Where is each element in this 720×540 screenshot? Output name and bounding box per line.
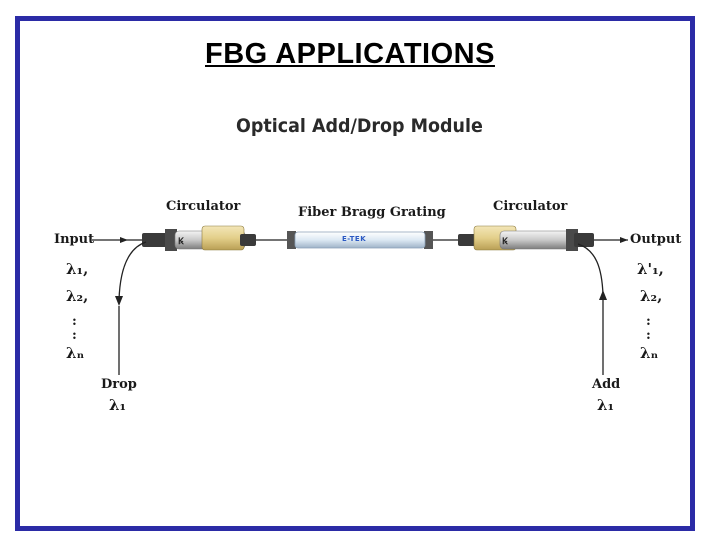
output-arrow	[620, 237, 628, 243]
svg-text:Ꝃ: Ꝃ	[502, 237, 508, 247]
output-ellipsis-2: :	[646, 328, 651, 343]
input-ellipsis: :	[72, 314, 77, 329]
input-wavelength-n: λₙ	[66, 344, 85, 362]
circulator-left: Ꝃ	[142, 225, 256, 251]
svg-text:Ꝃ: Ꝃ	[178, 237, 184, 247]
output-label: Output	[630, 232, 682, 247]
diagram-title: Optical Add/Drop Module	[236, 115, 483, 137]
input-ellipsis-2: :	[72, 328, 77, 343]
drop-wavelength: λ₁	[109, 396, 127, 414]
output-ellipsis: :	[646, 314, 651, 329]
output-wavelength-n: λₙ	[640, 344, 659, 362]
input-arrow	[120, 237, 128, 243]
input-label: Input	[54, 232, 95, 247]
drop-label: Drop	[101, 377, 137, 392]
input-wavelength-1: λ₁,	[66, 260, 89, 278]
slide-frame	[15, 16, 695, 531]
fbg-tube	[287, 231, 433, 249]
add-wavelength: λ₁	[597, 396, 615, 414]
add-fiber	[577, 243, 604, 296]
circulator-right-label: Circulator	[493, 199, 568, 214]
circulator-right: Ꝃ	[458, 225, 594, 251]
circulator-left-label: Circulator	[166, 199, 241, 214]
drop-arrow	[115, 296, 123, 306]
fbg-brand-label: E-TEK	[342, 235, 367, 243]
input-wavelength-2: λ₂,	[66, 287, 89, 305]
fbg-label: Fiber Bragg Grating	[298, 205, 446, 220]
drop-fiber	[118, 241, 147, 301]
output-wavelength-1: λ'₁,	[637, 260, 664, 278]
add-label: Add	[592, 377, 621, 392]
slide-title: FBG APPLICATIONS	[205, 38, 495, 70]
output-wavelength-2: λ₂,	[640, 287, 663, 305]
